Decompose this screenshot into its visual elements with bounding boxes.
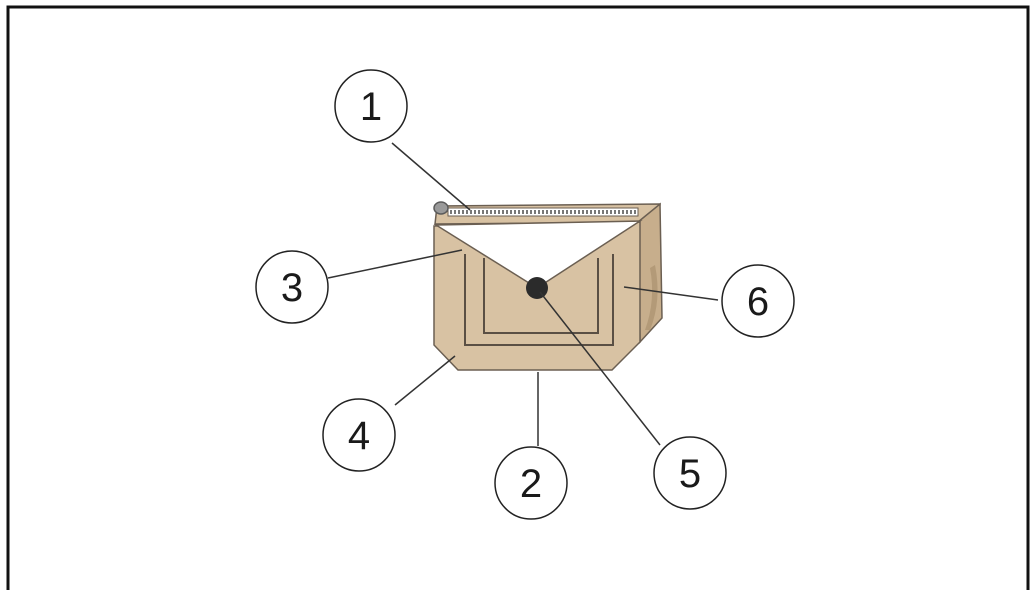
right-side-shadow (645, 265, 658, 330)
callout-6: 6 (721, 264, 795, 338)
leader-line-6 (623, 286, 719, 301)
frame-border (6, 5, 1030, 590)
callout-1: 1 (334, 69, 408, 143)
leader-lines (327, 142, 719, 446)
callout-circle-4 (322, 398, 396, 472)
compartment-inner-outline (483, 258, 599, 334)
leader-line-3 (327, 249, 463, 279)
callout-circle-1 (334, 69, 408, 143)
callout-label-2: 2 (520, 462, 542, 506)
callout-circle-2 (494, 446, 568, 520)
callout-circle-5 (653, 436, 727, 510)
tear-tab (433, 201, 449, 215)
callout-2: 2 (494, 446, 568, 520)
leader-line-1 (391, 142, 471, 211)
callout-label-1: 1 (360, 85, 382, 129)
callout-4: 4 (322, 398, 396, 472)
package-illustration (433, 201, 663, 371)
callout-label-3: 3 (281, 266, 303, 310)
callout-circle-6 (721, 264, 795, 338)
envelope-flap (433, 220, 643, 289)
callout-3: 3 (255, 250, 329, 324)
callout-label-4: 4 (348, 414, 370, 458)
leader-line-4 (394, 355, 456, 406)
seal-button (526, 277, 548, 299)
leader-line-5 (539, 291, 661, 446)
compartment-outer-outline (464, 254, 614, 346)
callout-label-5: 5 (679, 452, 701, 496)
callout-5: 5 (653, 436, 727, 510)
callout-label-6: 6 (747, 280, 769, 324)
callout-circle-3 (255, 250, 329, 324)
